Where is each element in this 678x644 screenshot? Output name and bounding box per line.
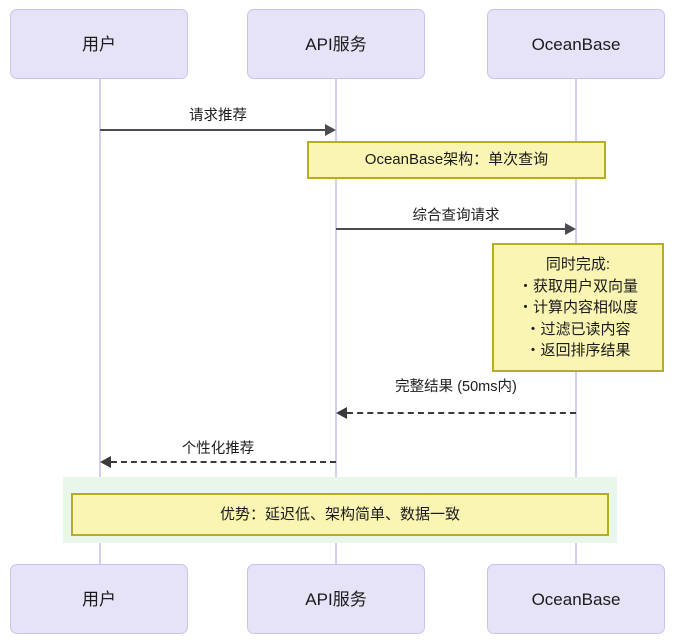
actor-label-user-top: 用户: [82, 34, 116, 54]
note-line-fetch-user-vectors: ・获取用户双向量: [517, 278, 638, 296]
note-line-oceanbase-architecture: OceanBase架构：单次查询: [364, 151, 549, 169]
arrowhead-left-complete-result: [336, 407, 347, 419]
message-label-personalized-recommendation: 个性化推荐: [181, 441, 255, 457]
actor-box-user-top[interactable]: 用户: [10, 9, 188, 79]
message-arrow-request-recommendation: [100, 129, 326, 131]
actor-label-api-top: API服务: [305, 34, 367, 54]
note-line-filter-read-content: ・过滤已读内容: [525, 320, 631, 338]
actor-box-oceanbase-bottom[interactable]: OceanBase: [487, 564, 665, 634]
arrowhead-left-personalized-recommendation: [100, 456, 111, 468]
note-line-return-ranked-results: ・返回排序结果: [525, 341, 631, 359]
actor-box-api-bottom[interactable]: API服务: [247, 564, 425, 634]
actor-box-api-top[interactable]: API服务: [247, 9, 425, 79]
note-oceanbase-architecture: OceanBase架构：单次查询: [307, 141, 606, 179]
message-arrow-composite-query: [336, 228, 566, 230]
message-arrow-complete-result: [347, 412, 576, 414]
note-line-advantages: 优势：延迟低、架构简单、数据一致: [219, 505, 460, 523]
message-label-request-recommendation: 请求推荐: [189, 108, 247, 124]
lifeline-user: [99, 79, 101, 566]
actor-label-oceanbase-bottom: OceanBase: [531, 589, 621, 609]
note-advantages: 优势：延迟低、架构简单、数据一致: [71, 493, 609, 536]
arrowhead-right-request-recommendation: [325, 124, 336, 136]
message-label-complete-result: 完整结果 (50ms内): [395, 379, 517, 395]
actor-label-oceanbase-top: OceanBase: [531, 34, 621, 54]
note-line-simultaneous-title: 同时完成:: [545, 255, 611, 273]
actor-label-user-bottom: 用户: [82, 589, 116, 609]
actor-box-oceanbase-top[interactable]: OceanBase: [487, 9, 665, 79]
lifeline-api: [335, 79, 337, 566]
actor-label-api-bottom: API服务: [305, 589, 367, 609]
message-label-composite-query: 综合查询请求: [412, 208, 500, 224]
note-line-compute-similarity: ・计算内容相似度: [517, 299, 638, 317]
arrowhead-right-composite-query: [565, 223, 576, 235]
actor-box-user-bottom[interactable]: 用户: [10, 564, 188, 634]
message-arrow-personalized-recommendation: [111, 461, 336, 463]
note-simultaneous-operations: 同时完成: ・获取用户双向量 ・计算内容相似度 ・过滤已读内容 ・返回排序结果: [492, 243, 664, 372]
